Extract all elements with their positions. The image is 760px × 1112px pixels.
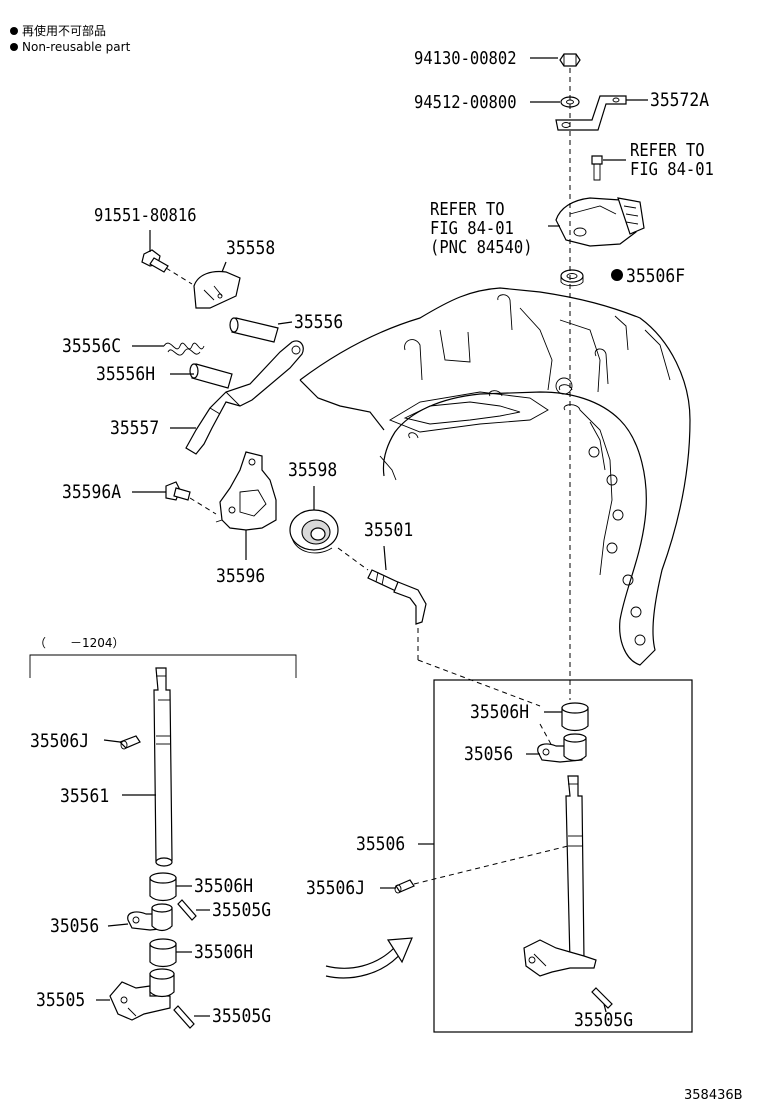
- refer-fig2-line1: REFER TO: [430, 199, 505, 220]
- refer-fig2-line3: (PNC 84540): [430, 237, 533, 258]
- label-91551[interactable]: 91551-80816: [94, 205, 197, 226]
- oil-seal-35598: [289, 509, 339, 554]
- legend-non-reusable-ja: 再使用不可部品: [10, 24, 106, 38]
- label-94512[interactable]: 94512-00800: [414, 92, 517, 113]
- figure-id: 358436B: [684, 1088, 743, 1103]
- pin-35556H: [189, 363, 233, 389]
- bolt-small: [591, 155, 603, 181]
- pin-35505G-right: [591, 987, 613, 1009]
- collar-35506H-left-a: [149, 872, 177, 902]
- refer-fig-line1: REFER TO: [630, 140, 705, 161]
- pin-35556: [229, 317, 279, 343]
- bullet-icon: [10, 43, 18, 51]
- pin-35505G-left-a: [177, 899, 197, 921]
- label-35506J-right[interactable]: 35506J: [306, 877, 366, 899]
- refer-fig2-line2[interactable]: FIG 84-01: [430, 218, 514, 239]
- pin-35505G-left-b: [173, 1005, 195, 1029]
- label-35558[interactable]: 35558: [226, 237, 276, 259]
- lever-35505-left: [109, 968, 175, 1021]
- legend-non-reusable-en: Non-reusable part: [10, 40, 130, 54]
- label-35596A[interactable]: 35596A: [62, 481, 122, 503]
- label-35505G-left-a[interactable]: 35505G: [212, 899, 272, 921]
- label-35506-right[interactable]: 35506: [356, 833, 406, 855]
- collar-35506H-right: [561, 702, 589, 732]
- bolt-91551: [141, 249, 169, 273]
- pin-35506J-left: [118, 735, 141, 750]
- label-35056-right[interactable]: 35056: [464, 743, 514, 765]
- label-35506H-left-b[interactable]: 35506H: [194, 941, 254, 963]
- lever-35056-left: [127, 903, 173, 932]
- transmission-case: [299, 287, 691, 666]
- collar-35506H-left-b: [149, 938, 177, 968]
- oil-seal-35506F: [560, 269, 584, 287]
- refer-fig-line2[interactable]: FIG 84-01: [630, 159, 714, 180]
- label-35556[interactable]: 35556: [294, 311, 344, 333]
- label-35056-left[interactable]: 35056: [50, 915, 100, 937]
- label-35506H-left-a[interactable]: 35506H: [194, 875, 254, 897]
- label-35556C[interactable]: 35556C: [62, 335, 122, 357]
- label-35506H-right[interactable]: 35506H: [470, 701, 530, 723]
- arrow-icon: [325, 937, 413, 979]
- label-35501[interactable]: 35501: [364, 519, 414, 541]
- lever-35557: [185, 340, 304, 455]
- shaft-35506-right: [523, 775, 597, 977]
- pin-35506J-right: [394, 879, 415, 894]
- label-35506J-left[interactable]: 35506J: [30, 730, 90, 752]
- label-35556H[interactable]: 35556H: [96, 363, 156, 385]
- label-35561-left[interactable]: 35561: [60, 785, 110, 807]
- label-94130[interactable]: 94130-00802: [414, 48, 517, 69]
- neutral-start-switch: [555, 197, 645, 247]
- lever-35056-right: [537, 733, 587, 763]
- bracket-35572A: [555, 95, 627, 131]
- label-35505G-right[interactable]: 35505G: [574, 1009, 634, 1031]
- label-35505G-left-b[interactable]: 35505G: [212, 1005, 272, 1027]
- shaft-35501: [367, 569, 427, 625]
- label-35572A[interactable]: 35572A: [650, 89, 710, 111]
- detent-plate-35596: [215, 451, 277, 531]
- label-35598[interactable]: 35598: [288, 459, 338, 481]
- label-35506F[interactable]: 35506F: [626, 265, 686, 287]
- cover-35558: [193, 270, 241, 309]
- label-35596[interactable]: 35596: [216, 565, 266, 587]
- bullet-icon: [10, 27, 18, 35]
- variant-note: （ －1204）: [34, 636, 125, 650]
- label-35505-left[interactable]: 35505: [36, 989, 86, 1011]
- nut-94130: [559, 53, 581, 67]
- detail-box: [433, 679, 693, 1033]
- label-35557[interactable]: 35557: [110, 417, 160, 439]
- shaft-35561: [153, 667, 173, 867]
- bolt-35596A: [165, 481, 191, 501]
- spring-35556C: [163, 342, 205, 356]
